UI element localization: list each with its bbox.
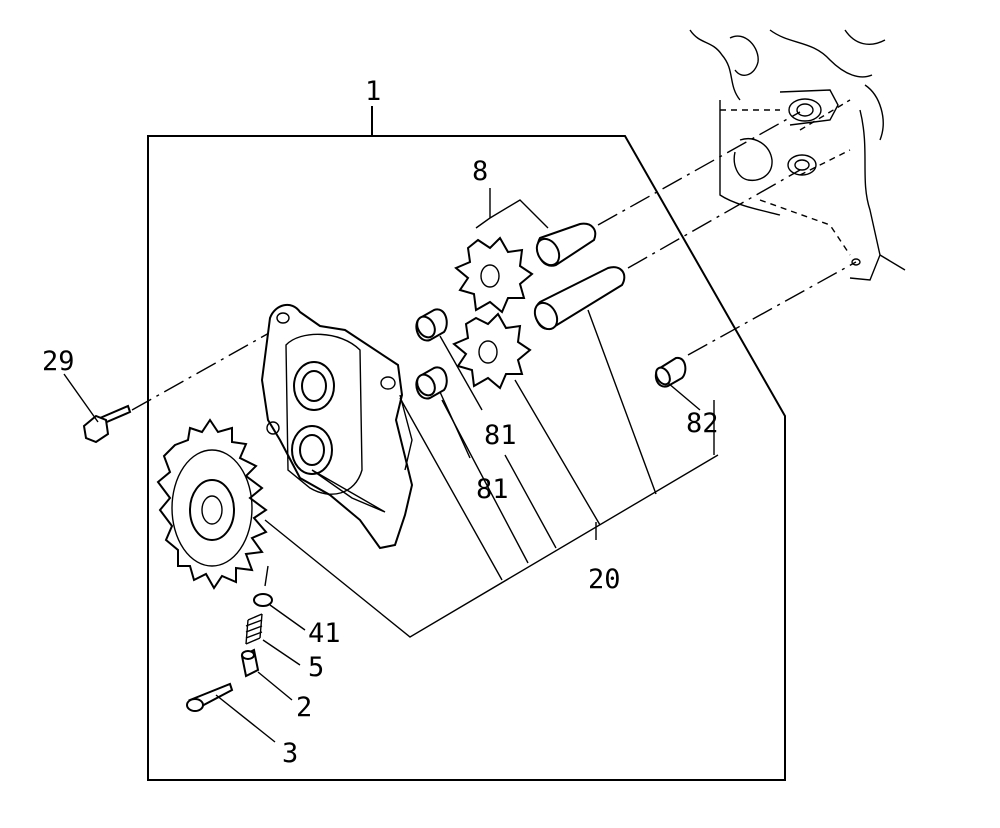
split-pin bbox=[186, 682, 234, 712]
center-line-lower-shaft bbox=[627, 169, 801, 269]
pump-rotor-gear-lower bbox=[452, 312, 532, 390]
relief-spring bbox=[245, 613, 263, 645]
callout-8: 8 bbox=[472, 156, 488, 187]
callout-82: 82 bbox=[686, 408, 719, 439]
leader-81a bbox=[439, 335, 483, 411]
o-ring bbox=[253, 593, 273, 607]
callout-1: 1 bbox=[365, 76, 381, 107]
oil-pump-body bbox=[260, 303, 414, 550]
center-line-dowel bbox=[687, 261, 857, 356]
callout-29: 29 bbox=[42, 346, 75, 377]
dowel-bushing bbox=[654, 356, 687, 388]
leader-8 bbox=[475, 188, 549, 229]
engine-block bbox=[689, 29, 906, 281]
callout-2: 2 bbox=[296, 692, 312, 723]
assembly-frame bbox=[147, 135, 786, 781]
center-line-bolt bbox=[131, 327, 279, 411]
pump-shaft-upper bbox=[535, 222, 597, 267]
center-line-upper-shaft bbox=[597, 111, 801, 226]
leader-41-gear bbox=[264, 565, 269, 587]
relief-valve bbox=[240, 648, 260, 678]
callout-81-upper: 81 bbox=[484, 420, 517, 451]
pump-shaft-lower bbox=[533, 266, 626, 331]
callout-20: 20 bbox=[588, 564, 621, 595]
callout-3: 3 bbox=[282, 738, 298, 769]
leader-41 bbox=[269, 604, 306, 631]
leader-29 bbox=[63, 373, 99, 423]
leader-3 bbox=[215, 694, 276, 743]
leader-5 bbox=[262, 639, 301, 666]
callout-81-lower: 81 bbox=[476, 474, 509, 505]
pin-lower bbox=[415, 366, 448, 400]
callout-41: 41 bbox=[308, 618, 341, 649]
leader-82 bbox=[667, 382, 715, 455]
leader-20-bracket bbox=[264, 309, 719, 638]
leader-2 bbox=[257, 671, 293, 701]
callout-5: 5 bbox=[308, 652, 324, 683]
pump-rotor-gear-upper bbox=[454, 236, 534, 314]
bolt bbox=[82, 404, 132, 444]
pin-upper bbox=[415, 308, 448, 342]
drive-gear bbox=[156, 418, 268, 590]
